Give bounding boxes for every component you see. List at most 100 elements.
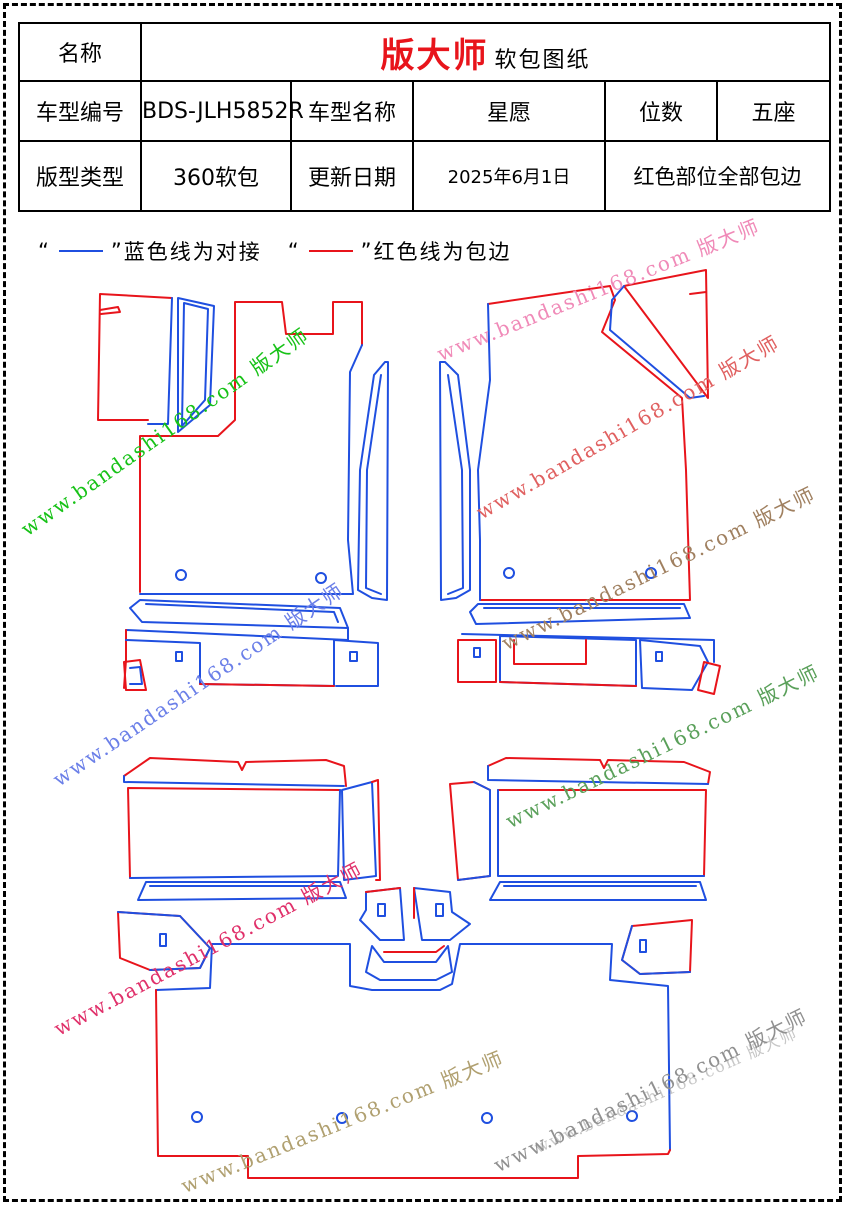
front-right-mat-left [477, 303, 491, 601]
rear-right-pad-side [449, 781, 491, 881]
info-table: 名称 版大师软包图纸 车型编号 BDS-JLH5852R 车型名称 星愿 位数 … [18, 22, 832, 212]
front-right-door-pad-inner [609, 285, 705, 399]
model-code-value: BDS-JLH5852R [140, 80, 304, 142]
name-label: 名称 [18, 22, 142, 82]
rear-right-pad-bottom [497, 789, 705, 877]
front-left-door-strip-inner [181, 302, 209, 427]
front-right-kick-right [639, 639, 709, 691]
rear-mat-hole-1 [191, 1111, 203, 1123]
title-cell: 版大师软包图纸 [139, 22, 832, 82]
front-left-slot [99, 306, 121, 315]
rear-right-flap-inner [621, 925, 691, 975]
front-left-sill [129, 599, 349, 629]
front-left-tunnel-strip-inner [365, 374, 382, 595]
front-left-mat-top [139, 301, 363, 593]
legend-quote-open-1: “ [38, 239, 51, 263]
seats-value: 五座 [715, 80, 832, 142]
rear-right-sill [489, 881, 707, 901]
front-left-kick-red-base [199, 683, 335, 687]
update-date-label: 更新日期 [290, 140, 414, 212]
center-part-right [413, 887, 471, 941]
page-border [3, 3, 842, 1202]
rear-left-flap-slot [159, 933, 167, 947]
rear-left-flap-inner [117, 911, 211, 971]
rear-right-bar-bottom [487, 765, 709, 785]
rear-left-bar-top [123, 757, 347, 787]
model-name-label: 车型名称 [290, 80, 414, 142]
rear-left-pad-bottom [129, 789, 341, 879]
front-right-kick-slot-1 [473, 647, 481, 658]
front-left-kick-bottom [125, 639, 379, 687]
front-right-flap [697, 661, 721, 695]
rear-left-pad-side [341, 781, 377, 881]
center-hump [365, 945, 453, 981]
note-value: 红色部位全部包边 [603, 140, 832, 212]
center-part-left-red [365, 887, 401, 893]
front-right-mat-top [479, 285, 691, 601]
front-right-kick-slot-2 [655, 651, 663, 662]
seats-label: 位数 [604, 80, 718, 142]
rear-mat-bottom [155, 989, 671, 1179]
rear-right-panels [449, 757, 711, 975]
front-right-kick-top [461, 633, 715, 663]
front-right-door-pad [623, 269, 709, 399]
front-left-tunnel-strip [357, 361, 389, 601]
model-code-label: 车型编号 [18, 80, 142, 142]
front-left-door-strip [177, 297, 215, 433]
rear-right-flap-slot [639, 939, 647, 953]
front-left-side-pad-inner [147, 297, 173, 425]
front-left-flap [123, 659, 147, 691]
legend-red-text: 红色线为包边 [373, 240, 512, 264]
front-right-kick-mid-bottom [499, 681, 637, 687]
rear-mat-hole-2 [336, 1112, 348, 1124]
legend-quote-close-2: ” [360, 239, 374, 263]
update-date-value: 2025年6月1日 [412, 140, 606, 212]
legend-quote-close-1: ” [110, 239, 124, 263]
front-right-mat-hole-2 [645, 567, 657, 579]
rear-left-sill [137, 881, 347, 901]
rear-mat-top [155, 943, 671, 1151]
front-right-panels [439, 269, 721, 695]
rear-left-bar-bottom [123, 775, 345, 787]
front-left-side-pad [97, 293, 173, 421]
front-right-kick-notch [513, 639, 587, 665]
rear-main-mat [155, 943, 671, 1179]
center-part-left [359, 887, 405, 941]
brand-suffix: 软包图纸 [494, 47, 591, 73]
rear-mat-hole-3 [481, 1112, 493, 1124]
center-part-left-slot [377, 903, 386, 917]
front-left-kick-slot-2 [349, 651, 358, 662]
legend-blue-text: 蓝色线为对接 [123, 240, 262, 264]
pattern-type-value: 360软包 [140, 140, 292, 212]
rear-mat-hole-4 [626, 1110, 638, 1122]
legend: “ ” 蓝色线为对接 “ ” 红色线为包边 [38, 236, 512, 266]
front-left-sill-inner [145, 603, 339, 623]
pattern-type-label: 版型类型 [18, 140, 142, 212]
center-part-right-slot [435, 903, 444, 917]
center-hump-red [383, 945, 445, 953]
front-left-mat-hole-2 [315, 572, 327, 584]
red-line-swatch [308, 250, 353, 252]
front-right-tunnel-strip-inner [447, 374, 464, 595]
blue-line-swatch [58, 250, 103, 252]
front-left-panels [97, 293, 389, 691]
rear-left-pad-top [127, 787, 341, 879]
front-right-kick-left [457, 639, 497, 683]
front-right-mat-hole-1 [503, 567, 515, 579]
rear-right-pad-top [497, 789, 707, 877]
rear-right-flap [621, 919, 693, 975]
rear-right-pad-side-inner [457, 781, 491, 881]
front-right-door-pad-slot [689, 291, 707, 295]
front-right-tunnel-strip [439, 361, 471, 601]
front-left-kick-slot-1 [175, 651, 183, 662]
front-right-sill [469, 603, 691, 625]
front-left-mat-hole-1 [175, 569, 187, 581]
center-parts [359, 887, 471, 981]
model-name-value: 星愿 [412, 80, 606, 142]
rear-left-panels [117, 757, 381, 971]
legend-quote-open-2: “ [287, 239, 301, 263]
rear-right-bar-top [487, 757, 711, 785]
rear-left-pad-side-edge [371, 779, 381, 881]
brand-title: 版大师 [380, 35, 489, 76]
